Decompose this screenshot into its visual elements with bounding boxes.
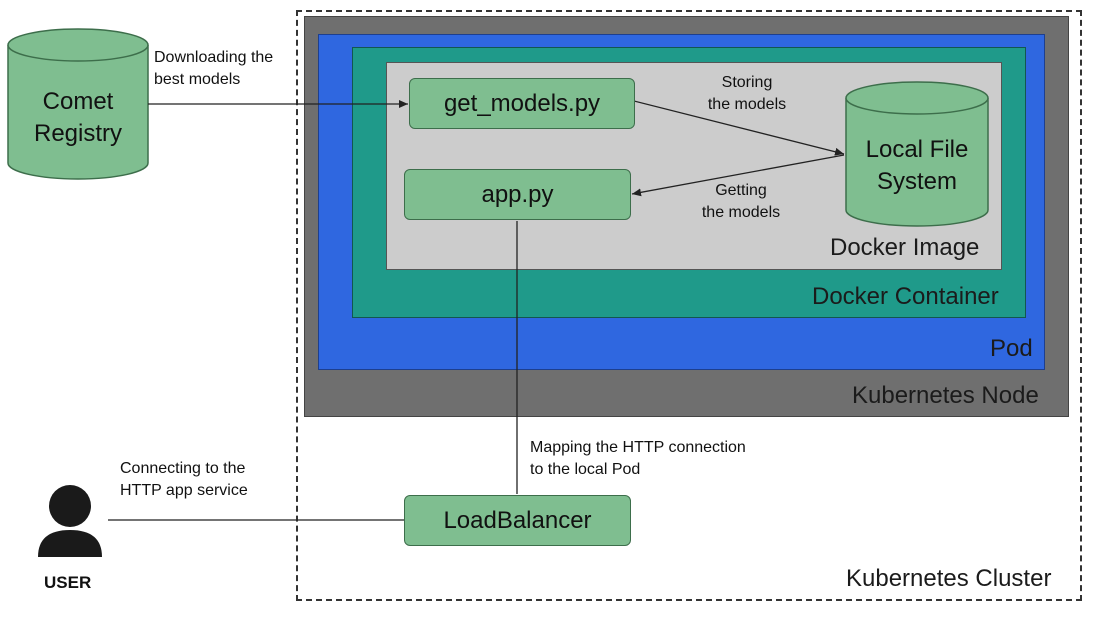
load-balancer-box[interactable]: LoadBalancer <box>404 495 631 546</box>
local-file-system-cylinder <box>845 81 989 227</box>
storing-line2: the models <box>707 96 787 113</box>
connecting-line2: HTTP app service <box>120 482 248 499</box>
docker-image-label: Docker Image <box>830 234 980 261</box>
docker-container-label: Docker Container <box>812 283 999 310</box>
storing-arrow <box>633 100 845 156</box>
download-annotation: Downloading the best models <box>154 47 273 91</box>
app-box[interactable]: app.py <box>404 169 631 220</box>
comet-registry-cylinder <box>7 28 149 180</box>
pod-label: Pod <box>990 335 1033 362</box>
connecting-annotation: Connecting to the HTTP app service <box>120 458 248 502</box>
comet-registry-line1: Comet <box>42 88 114 115</box>
user-label: USER <box>44 573 92 592</box>
get-models-label: get_models.py <box>443 89 601 117</box>
kubernetes-cluster-label: Kubernetes Cluster <box>846 565 1052 592</box>
getting-line2: the models <box>701 204 781 221</box>
load-balancer-label: LoadBalancer <box>443 506 592 534</box>
mapping-line2: to the local Pod <box>530 461 641 478</box>
connecting-line1: Connecting to the <box>120 460 246 477</box>
getting-annotation: Getting the models <box>676 180 806 224</box>
mapping-line1: Mapping the HTTP connection <box>530 439 746 456</box>
app-label: app.py <box>481 180 554 208</box>
download-line1: Downloading the <box>154 49 274 66</box>
storing-annotation: Storing the models <box>682 72 812 116</box>
comet-registry-line2: Registry <box>33 120 123 147</box>
mapping-annotation: Mapping the HTTP connection to the local… <box>530 437 746 481</box>
getting-line1: Getting <box>715 182 767 199</box>
getting-arrow <box>631 154 845 197</box>
kubernetes-cluster <box>296 10 1082 601</box>
kubernetes-node-label: Kubernetes Node <box>852 382 1039 409</box>
comet-registry-label: Comet Registry <box>8 70 148 166</box>
local-file-system-label: Local File System <box>846 118 988 214</box>
get-models-box[interactable]: get_models.py <box>409 78 635 129</box>
local-fs-line2: System <box>876 168 957 195</box>
download-line2: best models <box>154 71 241 88</box>
local-fs-line1: Local File <box>865 136 969 163</box>
storing-line1: Storing <box>721 74 773 91</box>
user-icon <box>38 485 102 557</box>
